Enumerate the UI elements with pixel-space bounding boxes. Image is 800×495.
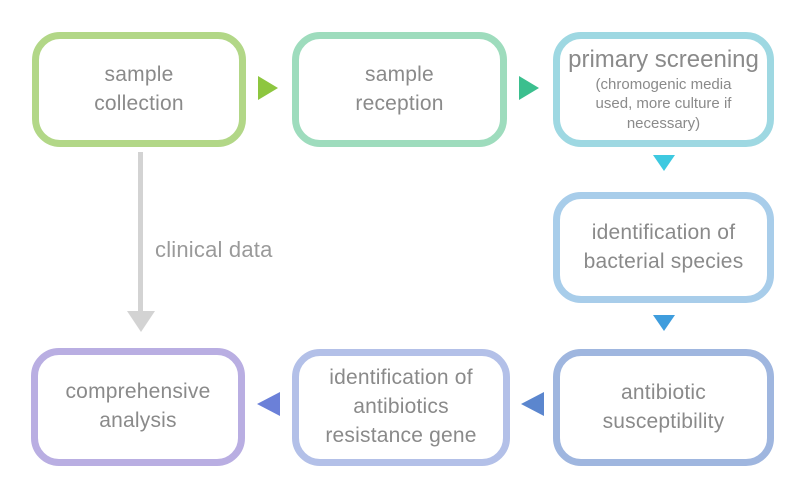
node-label: sample reception xyxy=(355,62,444,115)
node-comprehensive-analysis: comprehensive analysis xyxy=(31,348,245,466)
node-subtitle: (chromogenic media used, more culture if… xyxy=(595,75,732,132)
node-label: identification of antibiotics resistance… xyxy=(325,366,477,447)
node-resistance-gene-identification: identification of antibiotics resistance… xyxy=(292,349,510,466)
node-title: primary screening xyxy=(568,45,759,73)
node-primary-screening: primary screening (chromogenic media use… xyxy=(553,32,774,147)
left-arrow-indigo-icon xyxy=(257,392,280,416)
down-arrow-blue-icon xyxy=(653,315,675,331)
node-bacterial-species-identification: identification of bacterial species xyxy=(553,192,774,303)
node-antibiotic-susceptibility: antibiotic susceptibility xyxy=(553,349,774,466)
node-label: comprehensive analysis xyxy=(65,380,211,432)
node-label: sample collection xyxy=(94,62,184,115)
node-label: identification of bacterial species xyxy=(583,220,744,273)
clinical-data-label: clinical data xyxy=(155,237,273,262)
left-arrow-blue-icon xyxy=(521,392,544,416)
clinical-data-arrow-head-icon xyxy=(127,311,155,332)
down-arrow-cyan-icon xyxy=(653,155,675,171)
clinical-data-arrow-line xyxy=(138,152,143,312)
node-sample-reception: sample reception xyxy=(292,32,507,147)
node-sample-collection: sample collection xyxy=(32,32,246,147)
node-label: antibiotic susceptibility xyxy=(602,380,725,433)
right-arrow-teal-icon xyxy=(519,76,539,100)
right-arrow-green-icon xyxy=(258,76,278,100)
